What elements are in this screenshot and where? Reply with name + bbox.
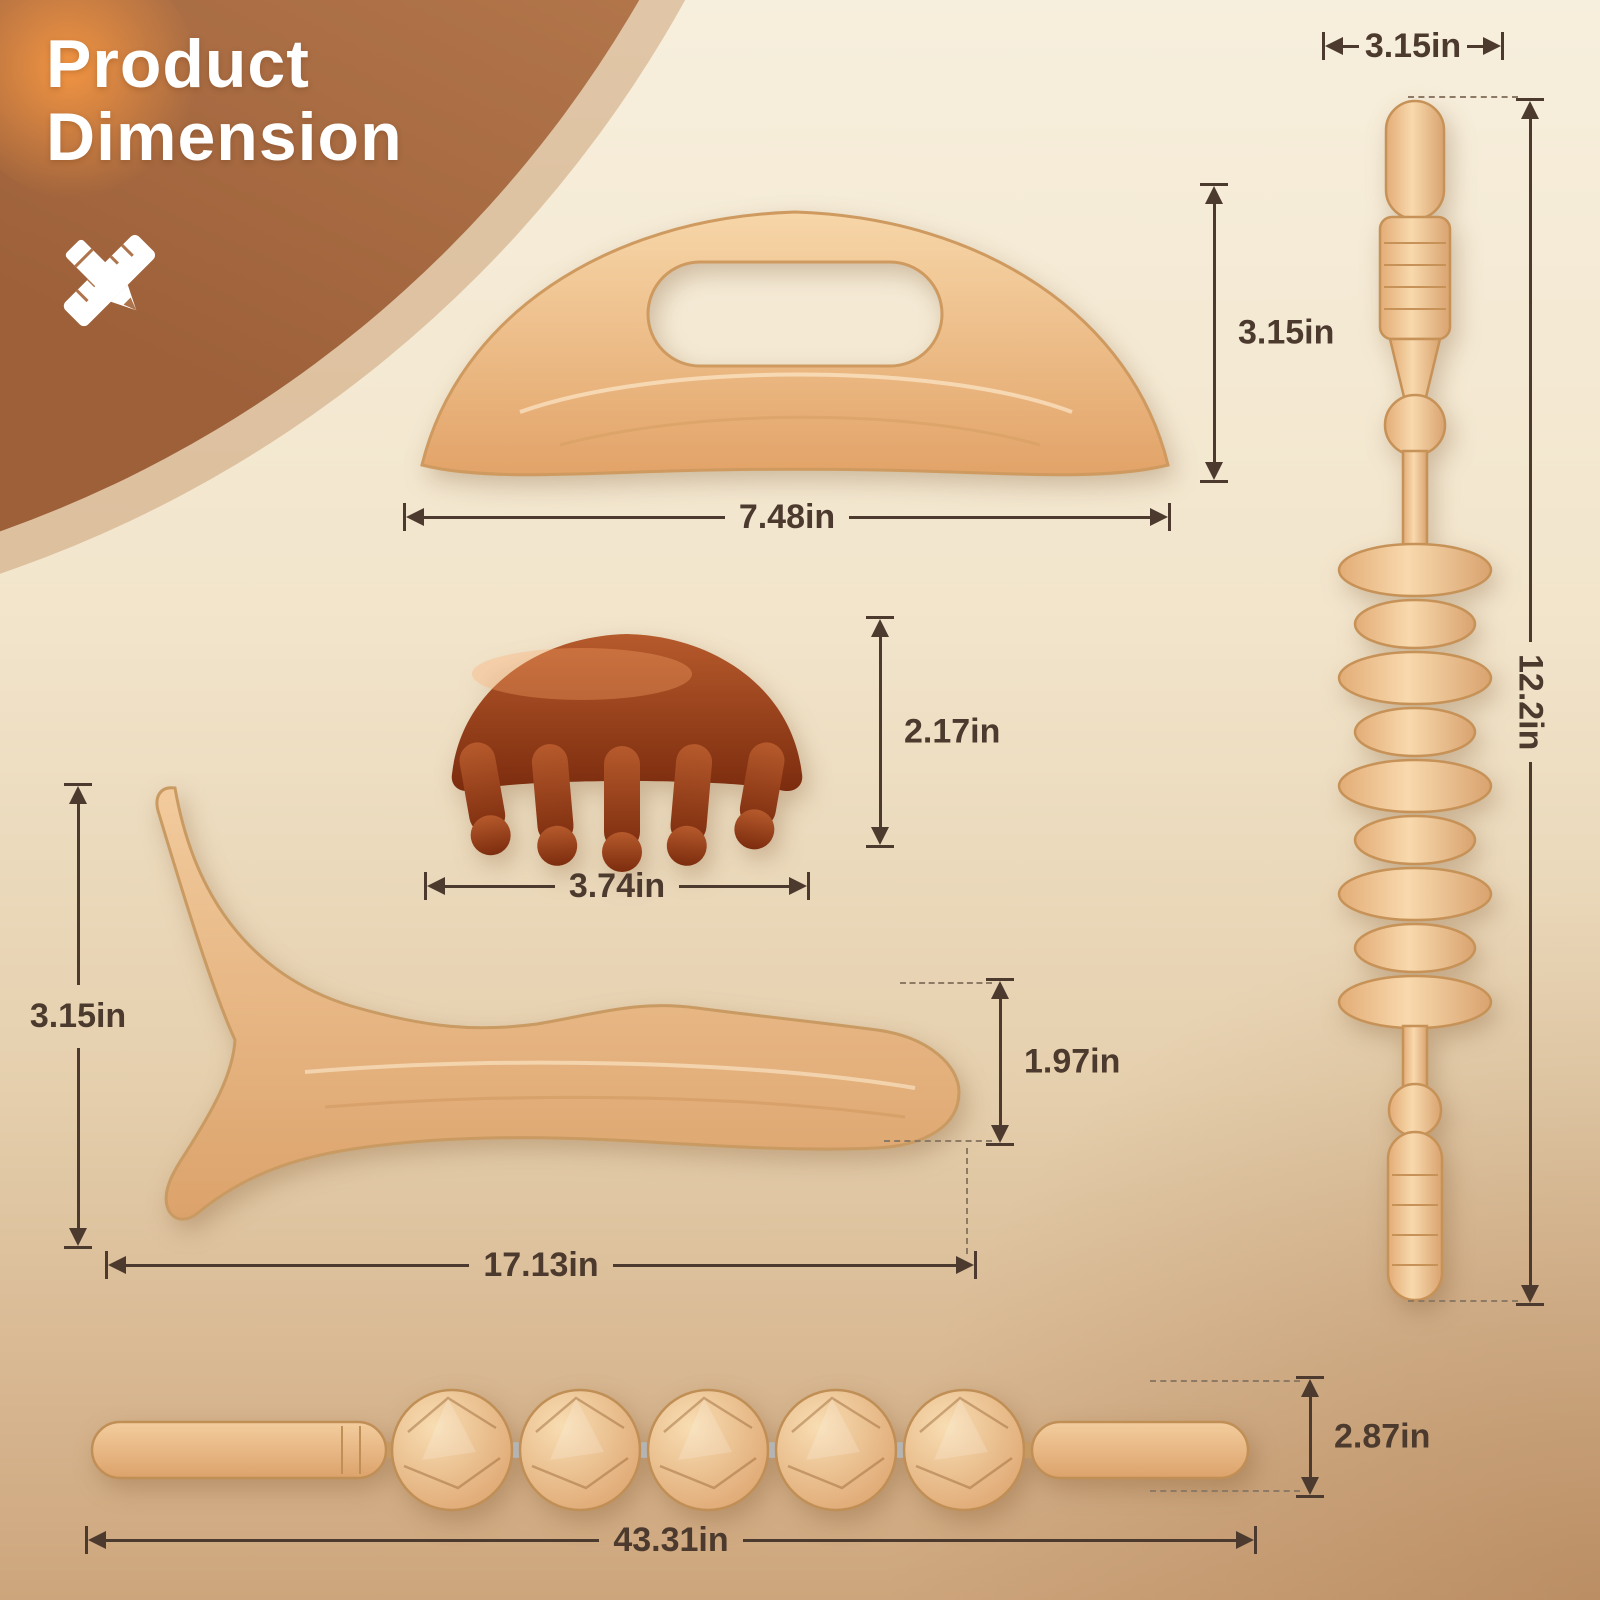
dim-roller-stick-width: 3.15in: [1322, 24, 1505, 68]
dim-label-roller-bar-length: 43.31in: [613, 1520, 729, 1559]
dim-label-roller-bar-height: 2.87in: [1334, 1417, 1431, 1456]
dim-roller-bar-height: 2.87in: [1292, 1376, 1430, 1498]
dim-comb-width: 3.74in: [424, 864, 811, 908]
roller-bar-image: [90, 1388, 1250, 1512]
extension-line: [966, 1148, 968, 1254]
extension-line: [1408, 96, 1518, 98]
page-title: Product Dimension: [46, 26, 403, 176]
dim-label-paddle-length: 17.13in: [483, 1245, 599, 1284]
drainage-paddle-image: [155, 786, 961, 1221]
wooden-comb-image: [451, 634, 803, 872]
dim-label-roller-stick-width: 3.15in: [1364, 26, 1462, 65]
dim-roller-bar-length: 43.31in: [85, 1518, 1257, 1562]
extension-line: [1150, 1490, 1300, 1492]
extension-line: [1150, 1380, 1300, 1382]
dim-roller-stick-length: 12.2in: [1511, 98, 1550, 1307]
dim-label-gua-sha-width: 7.48in: [738, 497, 836, 536]
dim-label-comb-width: 3.74in: [568, 866, 666, 905]
extension-line: [900, 982, 992, 984]
page-title-line2: Dimension: [46, 99, 403, 176]
dim-paddle-length: 17.13in: [105, 1243, 977, 1287]
ruler-pencil-icon: [63, 234, 156, 327]
extension-line: [884, 1140, 992, 1142]
extension-line: [1408, 1300, 1518, 1302]
page-title-line1: Product: [46, 26, 310, 102]
dim-label-roller-stick-length: 12.2in: [1511, 653, 1550, 751]
gua-sha-board-image: [420, 210, 1170, 477]
dim-label-paddle-handle-height: 1.97in: [1024, 1042, 1121, 1081]
dim-label-paddle-height: 3.15in: [29, 996, 127, 1035]
dim-paddle-handle-height: 1.97in: [982, 978, 1120, 1146]
dim-gua-sha-height: 3.15in: [1196, 183, 1334, 483]
dim-paddle-height: 3.15in: [30, 783, 126, 1249]
dim-comb-height: 2.17in: [862, 616, 1000, 848]
dim-label-gua-sha-height: 3.15in: [1238, 313, 1335, 352]
roller-massage-stick-image: [1337, 99, 1493, 1302]
dim-label-comb-height: 2.17in: [904, 712, 1001, 751]
dim-gua-sha-width: 7.48in: [403, 495, 1172, 539]
